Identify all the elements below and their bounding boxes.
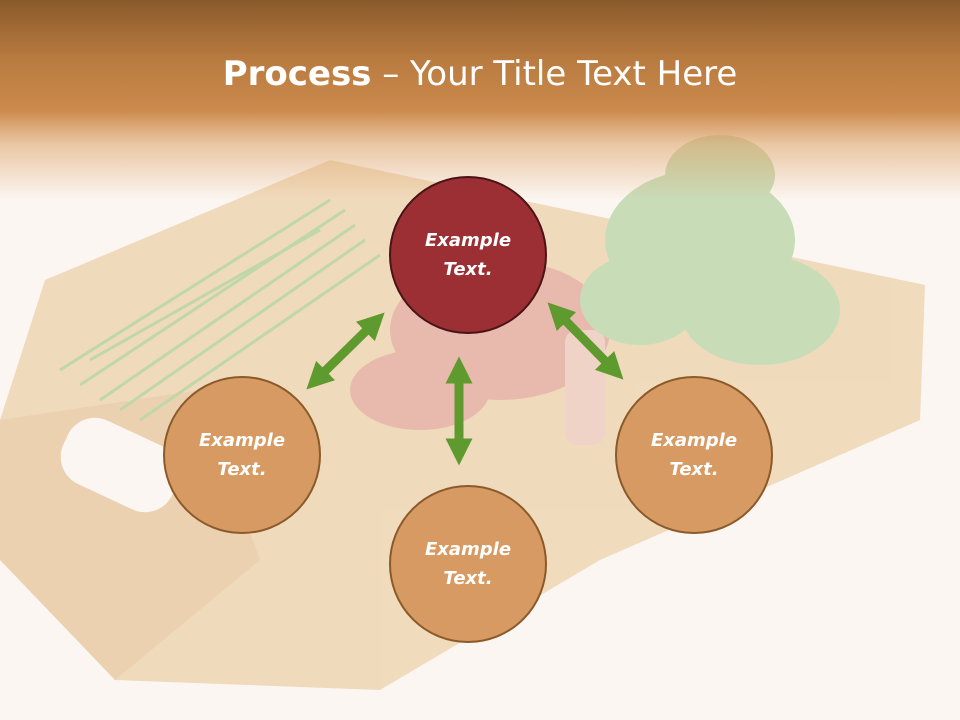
slide-title: Process – Your Title Text Here	[0, 52, 960, 96]
step-right-line1: Example	[650, 430, 738, 451]
title-bar	[0, 0, 960, 200]
title-bold: Process	[222, 54, 372, 94]
process-step-left[interactable]: Example Text.	[163, 376, 321, 534]
step-left-line2: Text.	[217, 459, 267, 480]
process-step-center[interactable]: Example Text.	[389, 176, 547, 334]
step-bottom-line1: Example	[424, 539, 512, 560]
process-step-bottom[interactable]: Example Text.	[389, 485, 547, 643]
step-bottom-line2: Text.	[443, 568, 493, 589]
step-center-line1: Example	[424, 230, 512, 251]
arrow-center-right-icon	[547, 302, 624, 380]
process-step-right[interactable]: Example Text.	[615, 376, 773, 534]
arrow-center-left-icon	[306, 312, 385, 390]
step-center-line2: Text.	[443, 259, 493, 280]
step-left-line1: Example	[198, 430, 286, 451]
title-rest: – Your Title Text Here	[371, 54, 738, 94]
step-right-line2: Text.	[669, 459, 719, 480]
